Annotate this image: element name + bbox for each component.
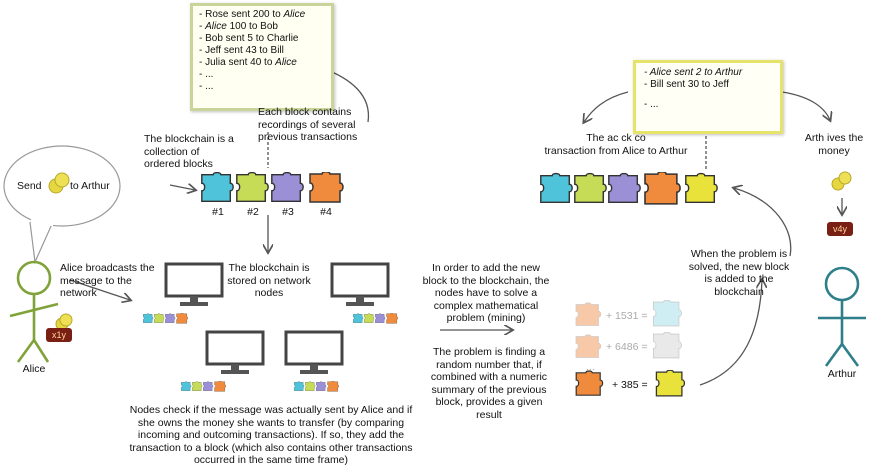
- alice-wallet: x1y: [46, 328, 72, 342]
- alice-figure: [9, 260, 59, 363]
- node-monitor: [284, 330, 344, 376]
- to-arthur-label: to Arthur: [70, 180, 110, 192]
- block-number: #2: [247, 206, 259, 218]
- arthur-coins-icon: [831, 171, 852, 191]
- ledger-list: - Rose sent 200 to Alice - Alice 100 to …: [199, 9, 325, 93]
- blockchain-collection-text: The blockchain is a collection of ordere…: [144, 133, 234, 170]
- coins-icon: [48, 172, 70, 194]
- ledger-item: - ...: [199, 69, 214, 80]
- ledger-item: - Jeff sent 43 to Bill: [199, 45, 284, 56]
- block-number: #4: [320, 206, 332, 218]
- arthur-receives-text: Arth ives the money: [804, 132, 864, 157]
- arthur-figure: [818, 266, 866, 367]
- arthur-wallet: v4y: [827, 222, 853, 236]
- mining-row: ...: [586, 361, 595, 373]
- ledger-item: - Alice 100 to Bob: [199, 21, 278, 32]
- ledger-item: - ...: [199, 81, 214, 92]
- each-block-text: Each block contains recordings of severa…: [258, 106, 358, 143]
- node-monitor: [330, 262, 390, 308]
- actual-block-text: The ac ck co transaction from Alice to A…: [544, 132, 688, 157]
- ledger-item: - Rose sent 200 to Alice: [199, 9, 306, 20]
- solved-text: When the problem is solved, the new bloc…: [688, 248, 790, 298]
- alice-label: Alice: [22, 363, 46, 375]
- ledger-item: - Julia sent 40 to Alice: [199, 57, 297, 68]
- stored-text: The blockchain is stored on network node…: [227, 262, 311, 299]
- mini-chain: [353, 313, 399, 324]
- new-block-note: - Alice sent 2 to Arthur - Bill sent 30 …: [633, 60, 783, 134]
- node-monitor: [164, 262, 224, 308]
- mini-chain: [181, 381, 227, 392]
- ledger-note: - Rose sent 200 to Alice - Alice 100 to …: [190, 3, 334, 111]
- mining-row: + 1531 =: [606, 310, 648, 322]
- mini-chain: [294, 381, 340, 392]
- new-block-item: - Alice sent 2 to Arthur: [644, 67, 743, 78]
- block-number: #1: [212, 206, 224, 218]
- speech-bubble: [3, 145, 121, 265]
- arthur-label: Arthur: [827, 368, 857, 380]
- node-monitor: [205, 330, 265, 376]
- mini-chain: [143, 313, 189, 324]
- new-block-item: - ...: [644, 99, 659, 110]
- mining-row: + 6486 =: [606, 341, 648, 353]
- mining-text: In order to add the new block to the blo…: [422, 262, 550, 324]
- new-block-item: - Bill sent 30 to Jeff: [644, 79, 729, 90]
- blockchain-pieces: [201, 172, 344, 203]
- nodes-check-text: Nodes check if the message was actually …: [129, 404, 413, 466]
- blockchain-new-pieces: [540, 172, 718, 205]
- problem-text: The problem is finding a random number t…: [430, 346, 548, 421]
- new-block-list: - Alice sent 2 to Arthur - Bill sent 30 …: [644, 67, 772, 111]
- broadcast-text: Alice broadcasts the message to the netw…: [60, 262, 155, 299]
- alice-coins-icon: [55, 313, 73, 331]
- send-label: Send: [17, 180, 42, 192]
- ledger-item: - Bob sent 5 to Charlie: [199, 33, 299, 44]
- mining-row: + 385 =: [612, 379, 648, 391]
- block-number: #3: [282, 206, 294, 218]
